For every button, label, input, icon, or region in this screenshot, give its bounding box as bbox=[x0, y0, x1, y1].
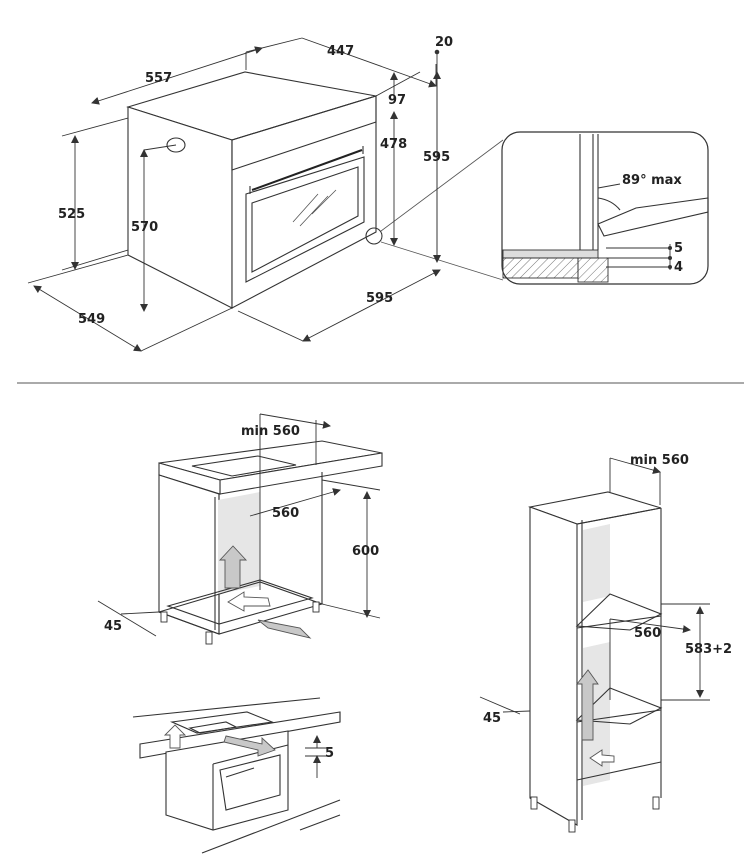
detail-gap-lower: 4 bbox=[674, 260, 683, 275]
uc-min-width-label: min 560 bbox=[241, 424, 300, 439]
detail-marker bbox=[365, 227, 383, 245]
dim-overall-width-label: 595 bbox=[366, 291, 393, 306]
detail-angle-label: 89° max bbox=[622, 173, 682, 188]
counter-airflow-out bbox=[223, 735, 276, 757]
oven-door-frame bbox=[245, 156, 365, 283]
under-counter-cabinet: min 560 560 600 45 bbox=[97, 413, 383, 645]
tall-airflow-up bbox=[576, 669, 599, 741]
tall-height-label: 583+2 bbox=[685, 642, 732, 657]
airflow-up-arrow bbox=[218, 545, 248, 589]
tall-cabinet: min 560 560 583+2 45 bbox=[479, 453, 732, 833]
dim-front-gap-label: 20 bbox=[435, 35, 453, 50]
uc-inner-width-label: 560 bbox=[272, 506, 299, 521]
dim-cavity-height-label: 478 bbox=[380, 137, 407, 152]
oven-handle bbox=[251, 149, 363, 191]
control-panel bbox=[231, 95, 377, 171]
dim-side-height-label: 525 bbox=[58, 207, 85, 222]
tall-back-gap-label: 45 bbox=[483, 711, 501, 726]
tall-inner-width-label: 560 bbox=[634, 626, 661, 641]
dim-body-height-label: 570 bbox=[131, 220, 158, 235]
oven-drawing: 447 557 20 97 478 595 525 570 549 bbox=[27, 35, 504, 352]
dim-overall-height-label: 595 bbox=[423, 150, 450, 165]
counter-gap-label: 5 bbox=[325, 746, 334, 761]
uc-back-gap-label: 45 bbox=[104, 619, 122, 634]
dim-panel-height-label: 97 bbox=[388, 93, 406, 108]
side-cutout bbox=[166, 137, 186, 153]
counter-airflow-up bbox=[163, 724, 187, 749]
detail-box: 5 4 89° max bbox=[501, 131, 709, 285]
detail-gap-upper: 5 bbox=[674, 241, 683, 256]
oven-window bbox=[251, 166, 359, 273]
dim-top-width-label: 557 bbox=[145, 71, 172, 86]
tall-airflow-in bbox=[589, 749, 615, 767]
airflow-in-arrow bbox=[227, 591, 271, 612]
counter-detail: 5 bbox=[132, 697, 341, 854]
dim-top-depth-label: 447 bbox=[327, 44, 354, 59]
uc-height-label: 600 bbox=[352, 544, 379, 559]
dim-overall-depth-label: 549 bbox=[78, 312, 105, 327]
tall-min-width-label: min 560 bbox=[630, 453, 689, 468]
airflow-floor-arrow bbox=[257, 619, 312, 639]
